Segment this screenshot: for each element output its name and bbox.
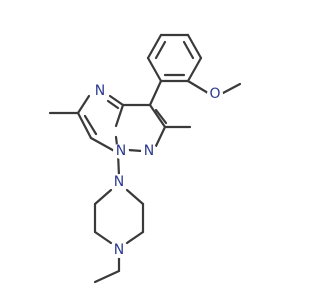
bridge-n-label: N bbox=[116, 143, 126, 159]
atom-labels: N N N O N N bbox=[92, 83, 223, 258]
molecule-structure: N N N O N N bbox=[48, 33, 242, 284]
bond-methoxy bbox=[221, 82, 242, 95]
bond-benzene bbox=[186, 56, 203, 83]
bond-aryl-link bbox=[148, 79, 163, 107]
pyrazole-n-label: N bbox=[144, 143, 154, 159]
bond-piperazine bbox=[125, 188, 145, 206]
pyrazole-n-atom: N bbox=[141, 143, 157, 159]
bond-piperazine bbox=[93, 230, 113, 245]
pyrimidine-n-atom: N bbox=[92, 83, 108, 99]
bond-pyrimidine bbox=[108, 94, 125, 107]
piperazine-n-bottom-label: N bbox=[114, 242, 124, 258]
bond-pyrimidine-double bbox=[83, 114, 98, 136]
pyrimidine-n-label: N bbox=[95, 83, 105, 99]
piperazine-n-bottom-atom: N bbox=[111, 242, 127, 258]
bond-pyrimidine bbox=[106, 99, 120, 110]
bond-piperazine bbox=[93, 188, 113, 206]
bond-benzene bbox=[146, 56, 163, 83]
bond-benzene bbox=[186, 33, 203, 60]
piperazine-n-top-atom: N bbox=[111, 174, 127, 190]
bond-pyrazole bbox=[154, 125, 167, 148]
bond-pyrimidine bbox=[76, 94, 91, 115]
bond-pyrazole-double bbox=[154, 108, 168, 125]
bond-benzene-double bbox=[154, 40, 167, 60]
bond-methoxy bbox=[186, 79, 210, 95]
bond-pyrazole-double bbox=[148, 103, 167, 129]
bridge-n-atom: N bbox=[113, 143, 129, 159]
bond-pyrimidine bbox=[76, 111, 93, 140]
methoxy-o-atom: O bbox=[207, 86, 223, 102]
methoxy-o-label: O bbox=[209, 86, 220, 102]
bonds bbox=[48, 33, 242, 284]
bond-benzene bbox=[146, 33, 163, 60]
bond-pyrazole bbox=[126, 148, 144, 153]
piperazine-n-top-label: N bbox=[114, 174, 124, 190]
bond-pyrazole bbox=[114, 103, 125, 128]
bond-piperazine bbox=[125, 230, 145, 245]
bond-ethyl bbox=[93, 269, 121, 284]
bond-benzene-double bbox=[182, 40, 195, 60]
